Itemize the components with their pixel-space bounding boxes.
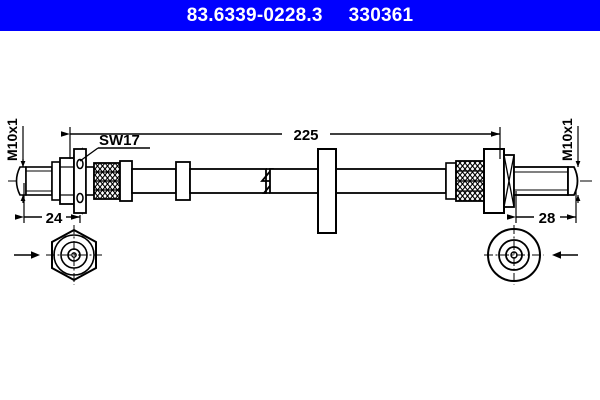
right-crimp-ferrule bbox=[445, 160, 485, 202]
hose-body-left bbox=[131, 161, 267, 201]
right-end-fitting bbox=[483, 148, 579, 214]
detail-view-left-hex bbox=[14, 225, 102, 285]
detail-view-right-round bbox=[484, 225, 578, 285]
dimension-overall-length: 225 bbox=[61, 127, 501, 159]
label-wrench-size: SW17 bbox=[79, 132, 150, 162]
part-number: 83.6339-0228.3 bbox=[186, 4, 323, 26]
drawing-area: 225 24 28 bbox=[0, 31, 600, 400]
dimension-225-text: 225 bbox=[293, 127, 318, 144]
label-m10x1-left: M10x1 bbox=[4, 118, 20, 161]
left-end-fitting bbox=[15, 147, 95, 215]
center-mounting-bracket bbox=[317, 148, 337, 234]
reference-number: 330361 bbox=[348, 4, 414, 26]
hose-body-right bbox=[269, 168, 447, 194]
dimension-left-length: 24 bbox=[15, 183, 81, 227]
header-bar: 83.6339-0228.3 330361 bbox=[0, 0, 600, 31]
dimension-right-length: 28 bbox=[507, 191, 577, 227]
label-sw17-text: SW17 bbox=[99, 132, 140, 149]
label-left-thread: M10x1 bbox=[4, 118, 26, 203]
label-m10x1-right: M10x1 bbox=[559, 118, 575, 161]
left-crimp-ferrule bbox=[93, 160, 133, 202]
label-right-thread: M10x1 bbox=[559, 118, 581, 203]
dimension-24-text: 24 bbox=[46, 210, 63, 227]
dimension-28-text: 28 bbox=[539, 210, 556, 227]
brake-hose-diagram: 225 24 28 bbox=[4, 118, 592, 285]
